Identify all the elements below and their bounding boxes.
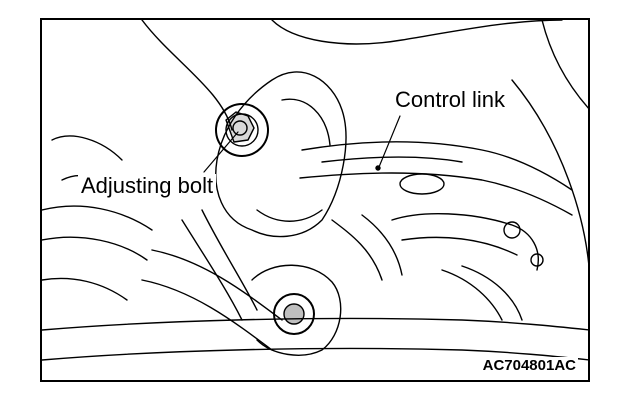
- left-detail-c: [42, 277, 128, 301]
- body-arc-top: [271, 20, 563, 45]
- control-link-slot: [321, 156, 463, 163]
- lower-bolt-housing: [251, 264, 342, 356]
- center-strut-b: [181, 219, 243, 321]
- wheel-arc-right-inner: [541, 20, 588, 109]
- wheel-arc-right: [511, 79, 588, 265]
- right-fastener-a: [503, 221, 521, 239]
- control-link-eye: [399, 173, 445, 195]
- left-detail-b: [51, 135, 123, 161]
- left-spring-b: [42, 236, 148, 261]
- adjusting-bolt-cam: [225, 111, 255, 143]
- bump-b: [361, 214, 403, 276]
- adjusting-bolt-label: Adjusting bolt: [78, 174, 217, 198]
- control-link-bottom: [299, 172, 573, 216]
- lower-bolt-outer: [273, 293, 315, 335]
- lower-arm-long-bottom: [42, 347, 588, 361]
- control-link-top: [301, 141, 573, 191]
- bump-a: [331, 219, 383, 281]
- lower-arm-long-top: [42, 317, 588, 331]
- left-spring-a: [42, 205, 153, 231]
- right-hose: [441, 269, 503, 321]
- knuckle-outline: [215, 71, 347, 238]
- body-arc-left: [141, 20, 233, 131]
- figure-frame: Control link Adjusting bolt AC704801AC: [40, 18, 590, 382]
- right-bracket: [391, 212, 539, 271]
- lower-arm-bottom: [141, 279, 273, 351]
- leader-adjusting-bolt: [203, 131, 239, 173]
- center-strut-a: [201, 209, 258, 311]
- leader-control-link: [378, 115, 401, 168]
- knuckle-inner: [281, 98, 331, 146]
- adjusting-bolt-inner: [232, 120, 248, 136]
- right-fastener-b: [530, 253, 544, 267]
- right-bracket-b: [401, 236, 518, 256]
- lower-arm-top: [151, 249, 283, 321]
- adjusting-bolt-outer: [215, 103, 269, 157]
- suspension-illustration: [42, 20, 588, 361]
- control-link-label: Control link: [392, 88, 509, 112]
- right-hose-b: [461, 265, 523, 321]
- figure-code: AC704801AC: [480, 357, 578, 374]
- lower-bolt-inner: [283, 303, 305, 325]
- knuckle-ridge: [256, 209, 323, 222]
